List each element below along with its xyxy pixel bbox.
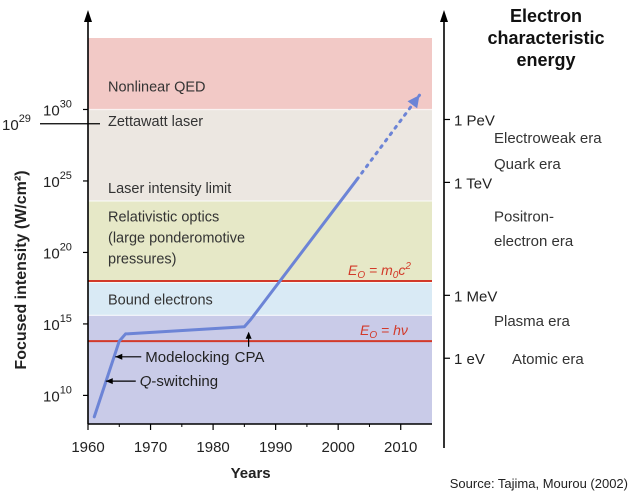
right-tick-label-0: 1 PeV bbox=[454, 112, 495, 129]
right-axis-title-2: energy bbox=[516, 50, 575, 70]
y-axis-title: Focused intensity (W/cm²) bbox=[13, 170, 30, 369]
band-label-nonlinear-qed: Nonlinear QED bbox=[108, 80, 206, 96]
era-label-4: Plasma era bbox=[494, 313, 571, 330]
band-label-relativistic-0: Relativistic optics bbox=[108, 210, 219, 226]
reference-lines bbox=[88, 280, 432, 343]
y-tick-label-15: 1015 bbox=[43, 313, 72, 334]
right-axis-title-1: characteristic bbox=[487, 28, 604, 48]
x-tick-label-2010: 2010 bbox=[384, 439, 417, 456]
y-tick-label-20: 1020 bbox=[43, 241, 72, 262]
band-label-bound-electrons: Bound electrons bbox=[108, 293, 213, 309]
annotation-modelocking: Modelocking bbox=[145, 349, 229, 366]
era-label-atomic: Atomic era bbox=[512, 351, 584, 368]
band-label-relativistic-2: pressures) bbox=[108, 252, 177, 268]
y-tick-label-10: 1010 bbox=[43, 384, 72, 405]
modelocking-arrowhead bbox=[115, 353, 123, 360]
x-tick-label-1980: 1980 bbox=[196, 439, 229, 456]
era-label-1: Quark era bbox=[494, 156, 561, 173]
right-axis-title-0: Electron bbox=[510, 6, 582, 26]
band-label-relativistic-1: (large ponderomotive bbox=[108, 231, 245, 247]
ref-label-1: EO = hν bbox=[360, 322, 408, 341]
right-tick-label-1: 1 TeV bbox=[454, 175, 492, 192]
band-0 bbox=[88, 38, 432, 110]
band-label-intensity-limit: Laser intensity limit bbox=[108, 181, 231, 197]
region-bands bbox=[88, 38, 432, 424]
y-tick-label-25: 1025 bbox=[43, 170, 72, 191]
right-tick-label-3: 1 eV bbox=[454, 351, 485, 368]
source-credit: Source: Tajima, Mourou (2002) bbox=[450, 476, 628, 491]
era-label-0: Electroweak era bbox=[494, 130, 602, 147]
band-label-zettawatt: Zettawatt laser bbox=[108, 114, 203, 130]
band-3 bbox=[88, 282, 432, 316]
y-axis-left-arrow bbox=[84, 10, 92, 22]
y-marker-label-29: 1029 bbox=[2, 113, 31, 134]
series-segment-0 bbox=[92, 178, 359, 419]
x-tick-label-2000: 2000 bbox=[321, 439, 354, 456]
ref-label-0: EO = m0c2 bbox=[348, 261, 411, 281]
y-tick-label-30: 1030 bbox=[43, 98, 72, 119]
y-axis-right-arrow bbox=[440, 10, 448, 22]
x-tick-label-1970: 1970 bbox=[134, 439, 167, 456]
series-arrowhead bbox=[407, 95, 420, 109]
band-2 bbox=[88, 200, 432, 283]
era-label-3: electron era bbox=[494, 233, 574, 250]
x-axis-title: Years bbox=[231, 465, 271, 482]
series-curve bbox=[92, 93, 421, 419]
era-label-2: Positron- bbox=[494, 209, 554, 226]
right-tick-label-2: 1 MeV bbox=[454, 288, 497, 305]
x-tick-label-1990: 1990 bbox=[259, 439, 292, 456]
annotation-qswitching: Q-switching bbox=[140, 373, 218, 390]
band-1 bbox=[88, 109, 432, 201]
qswitching-arrowhead bbox=[105, 378, 113, 385]
x-tick-label-1960: 1960 bbox=[71, 439, 104, 456]
series-segment-1 bbox=[355, 93, 421, 182]
cpa-arrowhead bbox=[245, 331, 252, 339]
annotation-cpa: CPA bbox=[235, 349, 265, 366]
